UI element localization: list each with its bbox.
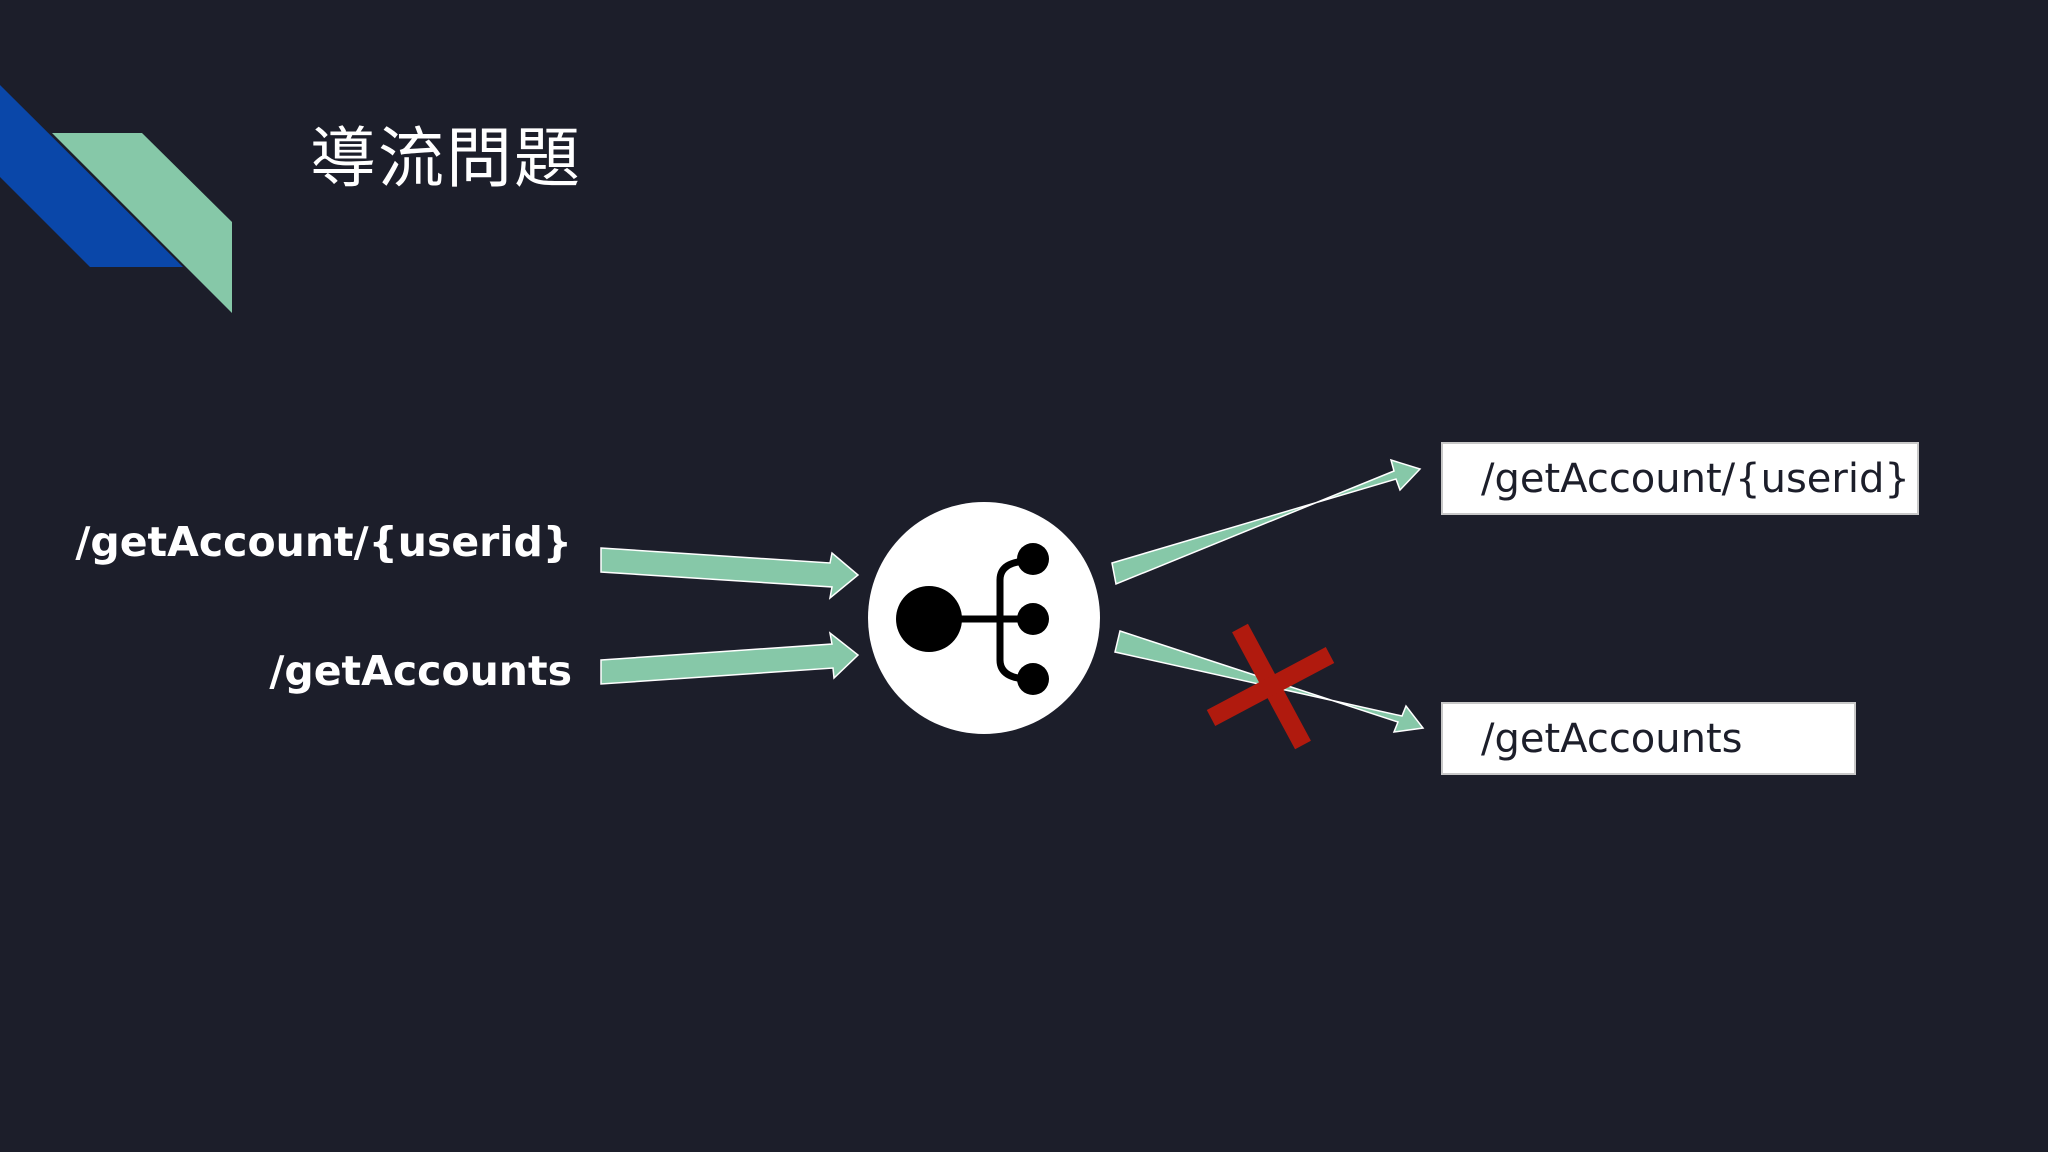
arrow-out-account	[1111, 458, 1422, 586]
output-box-accounts: /getAccounts	[1441, 702, 1856, 775]
green-stripe	[52, 133, 232, 313]
blocked-x-mark	[1206, 623, 1335, 750]
input-label-accounts: /getAccounts	[269, 647, 572, 695]
input-label-account: /getAccount/{userid}	[75, 518, 572, 566]
page-title: 導流問題	[310, 120, 582, 197]
blue-stripe	[0, 85, 183, 267]
traffic-split-icon	[896, 543, 1049, 695]
output-box-account: /getAccount/{userid}	[1441, 442, 1919, 515]
arrow-in-account	[600, 547, 860, 600]
output-label-accounts: /getAccounts	[1481, 715, 1743, 762]
output-label-account: /getAccount/{userid}	[1481, 455, 1910, 502]
arrow-in-accounts	[600, 631, 860, 685]
